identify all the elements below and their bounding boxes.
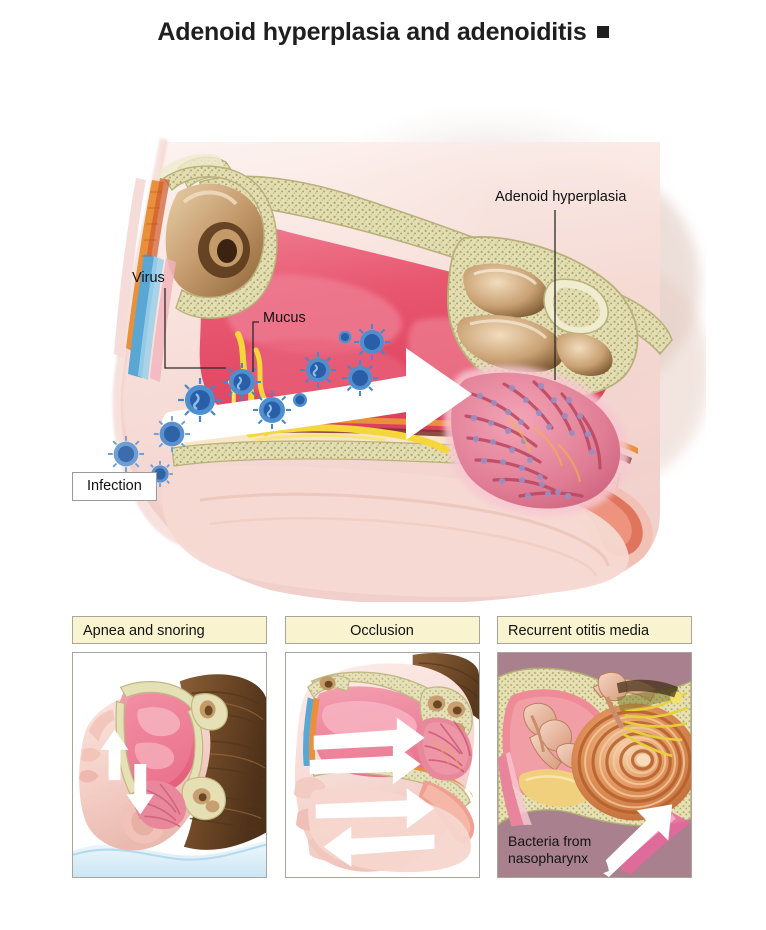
panel-apnea-svg: [73, 653, 266, 877]
arrow-inhale: [100, 729, 129, 781]
label-virus: Virus: [132, 270, 165, 286]
panel-otitis-header: Recurrent otitis media: [497, 616, 692, 644]
panel-apnea-body: [72, 652, 267, 878]
label-mucus: Mucus: [263, 310, 306, 326]
airflow-arrow: [161, 348, 472, 444]
arrow-oral-out: [315, 788, 434, 829]
panel-occlusion-svg: [285, 653, 479, 877]
main-illustration-svg: [107, 107, 706, 602]
panel-apnea: Apnea and snoring: [72, 616, 267, 878]
bacteria-arrow: [596, 804, 673, 877]
main-illustration: Adenoid hyperplasia Virus Mucus Infectio…: [60, 82, 706, 602]
nerve-fibers: [622, 692, 689, 758]
arrow-oral-in: [323, 826, 434, 867]
panel-otitis-body: Bacteria from nasopharynx: [497, 652, 692, 878]
panel-apnea-header: Apnea and snoring: [72, 616, 267, 644]
panel-otitis-svg: [498, 653, 691, 877]
leader-lines: [164, 210, 556, 380]
page-title: Adenoid hyperplasia and adenoiditis: [0, 18, 766, 47]
arrow-nasal-upper: [313, 717, 425, 758]
adenoid-mass: [443, 365, 630, 516]
panel-otitis: Recurrent otitis media: [497, 616, 692, 878]
panel-occlusion-header: Occlusion: [284, 616, 480, 644]
panel-occlusion-body: [284, 652, 480, 878]
page-title-text: Adenoid hyperplasia and adenoiditis: [157, 18, 587, 46]
label-infection-box: Infection: [72, 472, 157, 501]
arrow-exhale: [126, 763, 155, 815]
complication-panels: Apnea and snoring: [72, 616, 692, 878]
title-square-icon: [596, 26, 609, 38]
panel-occlusion: Occlusion: [284, 616, 480, 878]
panel-otitis-caption: Bacteria from nasopharynx: [508, 832, 592, 866]
label-adenoid-hyperplasia: Adenoid hyperplasia: [495, 189, 627, 205]
